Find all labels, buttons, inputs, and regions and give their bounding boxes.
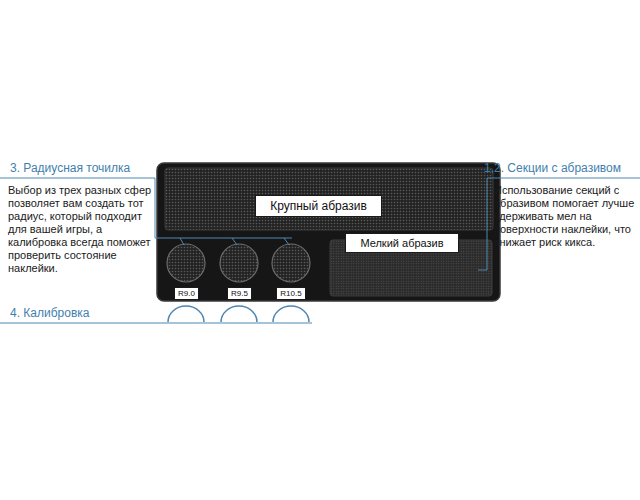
sphere bbox=[272, 244, 310, 282]
tool-body bbox=[157, 163, 500, 301]
label-text: 3. Радиусная точилка bbox=[10, 161, 130, 175]
callout-text: Использование секций с абразивом помогае… bbox=[494, 184, 636, 249]
sphere bbox=[220, 244, 258, 282]
label-text: 1,2. Секции с абразивом bbox=[484, 161, 621, 175]
coarse-abrasive-section bbox=[165, 168, 493, 230]
abrasive-label: Мелкий абразив bbox=[345, 233, 459, 253]
label-text: Использование секций с абразивом помогае… bbox=[494, 184, 634, 248]
node-text: R10.5 bbox=[280, 289, 301, 298]
arch bbox=[221, 306, 257, 322]
leader-line bbox=[180, 238, 184, 245]
callout-heading: 3. Радиусная точилка bbox=[10, 161, 130, 175]
abrasive-label: Крупный абразив bbox=[255, 195, 382, 217]
leader-line bbox=[0, 323, 312, 324]
leader-line bbox=[284, 238, 289, 245]
radius-label: R9.0 bbox=[174, 287, 199, 300]
arch bbox=[168, 306, 204, 322]
leader-lines bbox=[0, 178, 640, 323]
node-text: R9.0 bbox=[178, 289, 195, 298]
radius-spheres bbox=[167, 244, 310, 282]
leader-line bbox=[478, 178, 640, 270]
radius-label: R9.5 bbox=[227, 287, 252, 300]
leader-line bbox=[232, 238, 237, 245]
sphere bbox=[167, 244, 205, 282]
node-text: R9.5 bbox=[231, 289, 248, 298]
node-text: Крупный абразив bbox=[270, 199, 367, 213]
node-text: Мелкий абразив bbox=[360, 237, 443, 249]
label-text: Выбор из трех разных сфер позволяет вам … bbox=[8, 184, 151, 274]
callout-heading: 4. Калибровка bbox=[10, 306, 90, 320]
callout-heading: 1,2. Секции с абразивом bbox=[484, 161, 621, 175]
arch bbox=[273, 306, 309, 322]
calibration-arches bbox=[168, 306, 309, 322]
callout-text: Выбор из трех разных сфер позволяет вам … bbox=[8, 184, 154, 275]
radius-label: R10.5 bbox=[276, 287, 306, 300]
label-text: 4. Калибровка bbox=[10, 306, 90, 320]
